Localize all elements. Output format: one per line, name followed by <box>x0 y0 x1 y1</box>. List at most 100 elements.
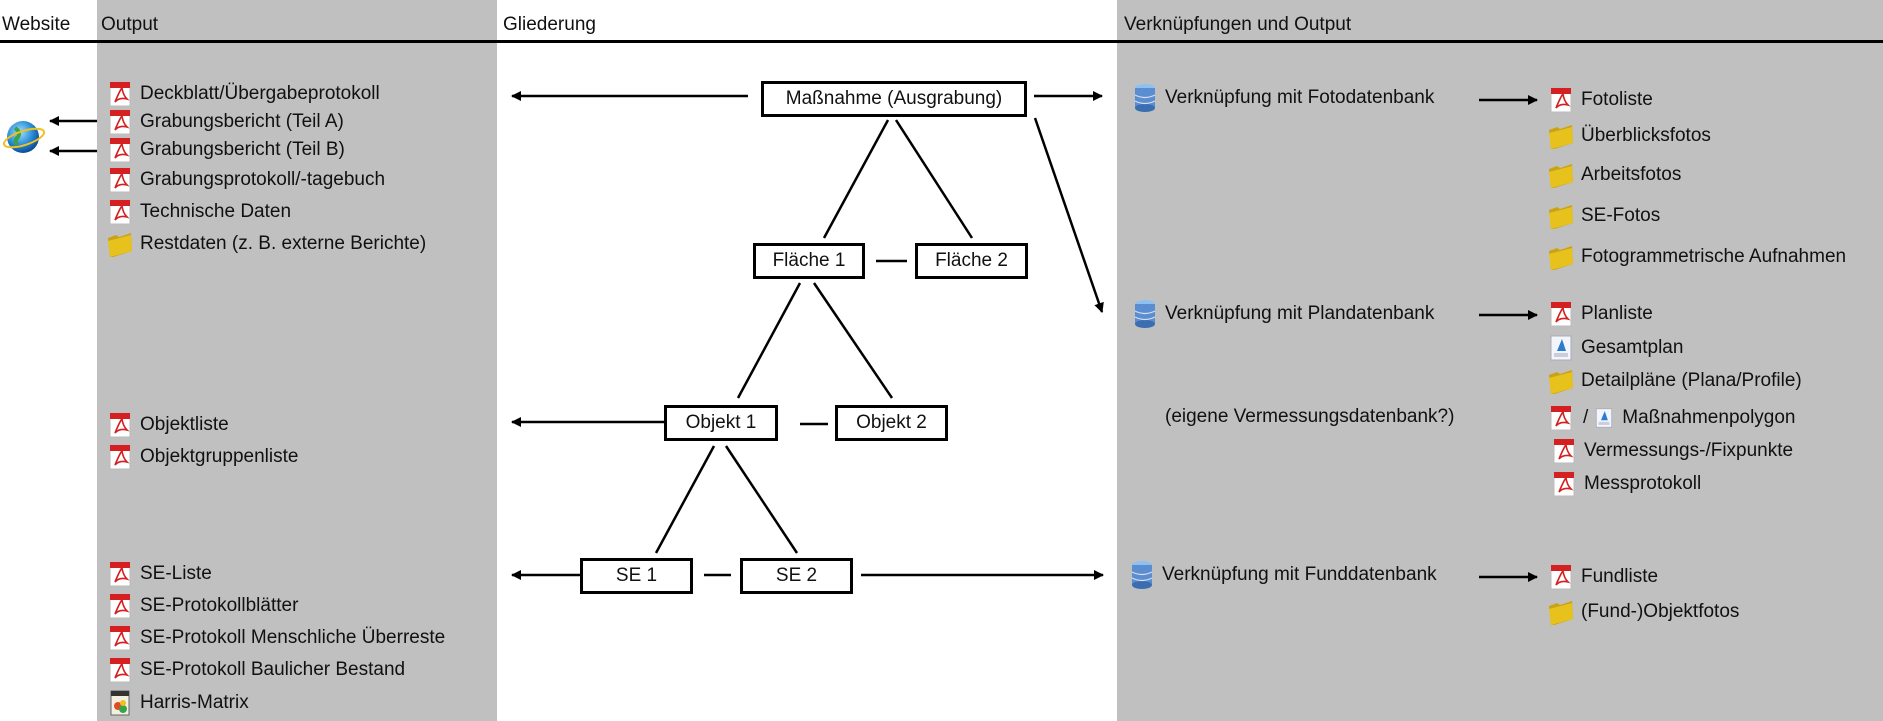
pdf-icon <box>1550 564 1572 590</box>
output-item-label: SE-Protokollblätter <box>140 595 299 616</box>
folder-icon <box>1549 601 1573 625</box>
header-output: Output <box>101 14 159 35</box>
database-icon <box>1134 84 1156 112</box>
folder-icon <box>1549 205 1573 229</box>
output-item-label: Grabungsbericht (Teil A) <box>140 111 344 132</box>
link-label: Verknüpfung mit Fotodatenbank <box>1165 87 1435 108</box>
link-funddatenbank: Verknüpfung mit Funddatenbank <box>1129 561 1437 589</box>
folder-icon <box>1549 246 1573 270</box>
folder-icon <box>1549 125 1573 149</box>
output-item-tagebuch: Grabungsprotokoll/-tagebuch <box>107 166 385 194</box>
foto-item-ueberblicksfotos: Überblicksfotos <box>1548 122 1711 150</box>
plan-item-label: Vermessungs-/Fixpunkte <box>1584 440 1794 461</box>
foto-item-label: Fotoliste <box>1581 89 1653 110</box>
pdf-icon <box>109 444 131 470</box>
output-item-label: Harris-Matrix <box>140 692 249 713</box>
plan-item-vermessungspunkte: Vermessungs-/Fixpunkte <box>1551 437 1793 465</box>
pdf-icon <box>1550 405 1572 431</box>
plan-item-messprotokoll: Messprotokoll <box>1551 470 1701 498</box>
node-flaeche-2: Fläche 2 <box>915 243 1028 279</box>
link-plandatenbank: Verknüpfung mit Plandatenbank <box>1132 300 1434 328</box>
output-item-technische-daten: Technische Daten <box>107 198 291 226</box>
output-column-bg <box>97 0 497 721</box>
header-rule <box>0 40 1883 43</box>
foto-item-label: SE-Fotos <box>1581 205 1661 226</box>
database-icon <box>1134 300 1156 328</box>
output-item-harris-matrix: Harris-Matrix <box>107 689 249 717</box>
node-flaeche-1: Fläche 1 <box>753 243 865 279</box>
fund-item-label: (Fund-)Objektfotos <box>1581 601 1740 622</box>
pdf-icon <box>109 593 131 619</box>
foto-item-label: Überblicksfotos <box>1581 125 1711 146</box>
line-flaeche1-objekt2 <box>812 282 894 399</box>
pdf-icon <box>1550 301 1572 327</box>
pdf-icon <box>109 109 131 135</box>
pdf-icon <box>109 137 131 163</box>
output-item-deckblatt: Deckblatt/Übergabeprotokoll <box>107 80 380 108</box>
output-item-objektliste: Objektliste <box>107 411 229 439</box>
pdf-icon <box>1553 471 1575 497</box>
output-item-se-liste: SE-Liste <box>107 560 212 588</box>
verknuepfungen-column-bg <box>1117 0 1883 721</box>
link-label: Verknüpfung mit Funddatenbank <box>1162 564 1437 585</box>
foto-item-fotoliste: Fotoliste <box>1548 86 1653 114</box>
pdf-icon <box>109 625 131 651</box>
line-massnahme-flaeche1 <box>822 119 890 239</box>
output-item-objektgruppenliste: Objektgruppenliste <box>107 443 298 471</box>
node-se-1: SE 1 <box>580 558 693 594</box>
globe-icon <box>2 121 46 153</box>
line-massnahme-flaeche2 <box>894 119 974 239</box>
output-item-se-baulicher-bestand: SE-Protokoll Baulicher Bestand <box>107 656 405 684</box>
vermessung-note: (eigene Vermessungsdatenbank?) <box>1165 406 1455 427</box>
foto-item-label: Fotogrammetrische Aufnahmen <box>1581 246 1847 267</box>
plan-item-label: Planliste <box>1581 303 1653 324</box>
pdf-icon <box>109 561 131 587</box>
pdf-icon <box>109 199 131 225</box>
node-se-2: SE 2 <box>740 558 853 594</box>
output-item-label: Objektgruppenliste <box>140 446 299 467</box>
plan-item-label: Detailpläne (Plana/Profile) <box>1581 370 1802 391</box>
foto-item-fotogrammetrische: Fotogrammetrische Aufnahmen <box>1548 243 1846 271</box>
node-objekt-2: Objekt 2 <box>835 405 948 441</box>
fund-item-objektfotos: (Fund-)Objektfotos <box>1548 598 1739 626</box>
foto-item-label: Arbeitsfotos <box>1581 164 1682 185</box>
folder-icon <box>1549 370 1573 394</box>
plan-item-massnahmenpolygon: / Maßnahmenpolygon <box>1548 404 1796 432</box>
output-item-label: Restdaten (z. B. externe Berichte) <box>140 233 427 254</box>
foto-item-arbeitsfotos: Arbeitsfotos <box>1548 161 1681 189</box>
output-item-restdaten: Restdaten (z. B. externe Berichte) <box>107 230 426 258</box>
fund-item-fundliste: Fundliste <box>1548 563 1658 591</box>
header-verknuepfungen: Verknüpfungen und Output <box>1124 14 1352 35</box>
pdf-icon <box>1553 438 1575 464</box>
folder-icon <box>108 233 132 257</box>
pdf-icon <box>109 167 131 193</box>
line-objekt1-se2 <box>724 445 799 554</box>
node-massnahme: Maßnahme (Ausgrabung) <box>761 81 1027 117</box>
output-item-label: Deckblatt/Übergabeprotokoll <box>140 83 380 104</box>
output-item-se-menschliche-ueberreste: SE-Protokoll Menschliche Überreste <box>107 624 445 652</box>
output-item-teil-a: Grabungsbericht (Teil A) <box>107 108 344 136</box>
node-objekt-1: Objekt 1 <box>664 405 778 441</box>
pdf-icon <box>109 81 131 107</box>
output-item-label: SE-Protokoll Menschliche Überreste <box>140 627 446 648</box>
output-item-label: Grabungsbericht (Teil B) <box>140 139 345 160</box>
output-item-label: Grabungsprotokoll/-tagebuch <box>140 169 386 190</box>
folder-icon <box>1549 164 1573 188</box>
pdf-icon <box>1550 87 1572 113</box>
output-item-se-protokollblaetter: SE-Protokollblätter <box>107 592 298 620</box>
dxf-icon <box>1550 335 1572 361</box>
output-item-label: SE-Liste <box>140 563 212 584</box>
plan-item-label: Messprotokoll <box>1584 473 1702 494</box>
line-objekt1-se1 <box>654 445 716 554</box>
plan-item-planliste: Planliste <box>1548 300 1653 328</box>
foto-item-se-fotos: SE-Fotos <box>1548 202 1660 230</box>
output-item-label: Technische Daten <box>140 201 292 222</box>
plan-item-gesamtplan: Gesamtplan <box>1548 334 1683 362</box>
header-website: Website <box>2 14 71 35</box>
database-icon <box>1131 561 1153 589</box>
link-fotodatenbank: Verknüpfung mit Fotodatenbank <box>1132 84 1434 112</box>
output-item-label: SE-Protokoll Baulicher Bestand <box>140 659 406 680</box>
plan-item-label: Maßnahmenpolygon <box>1622 407 1796 428</box>
matrix-file-icon <box>110 690 130 716</box>
